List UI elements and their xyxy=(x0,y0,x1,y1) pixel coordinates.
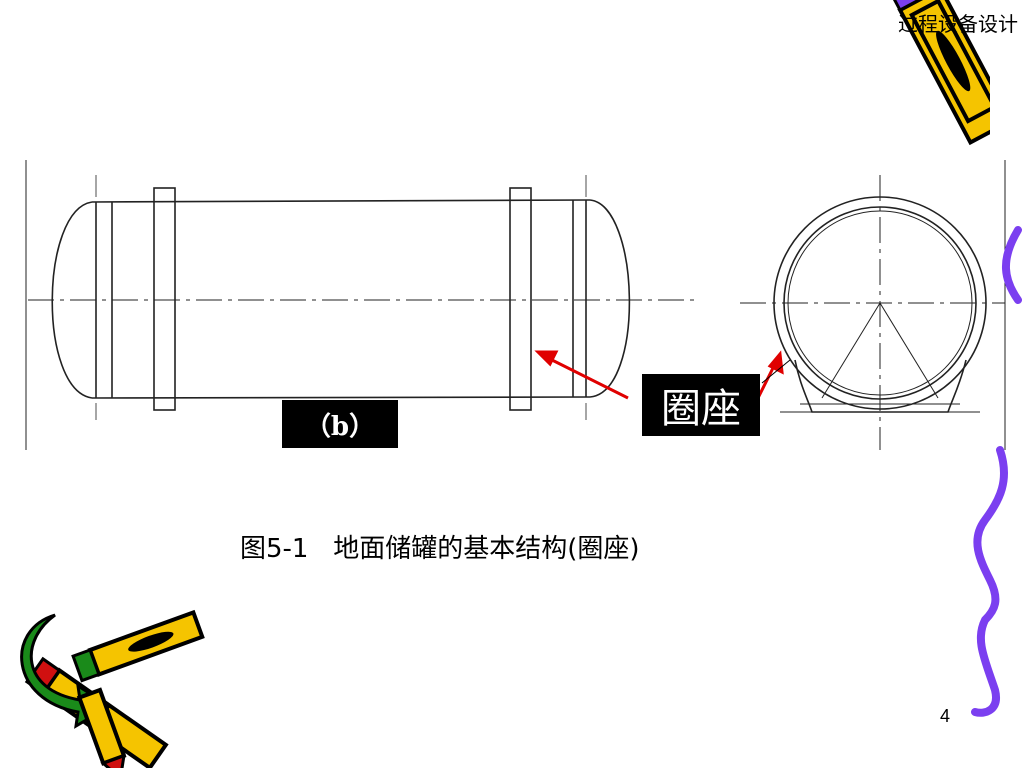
pencil-icon xyxy=(889,0,990,146)
ring-seat-callout: 圈座 xyxy=(642,374,760,436)
page-number: 4 xyxy=(940,706,951,726)
tank-drawing xyxy=(25,160,1006,450)
figure-caption: 图5-1 地面储罐的基本结构(圈座) xyxy=(240,534,640,564)
pencils-arrow-icon xyxy=(20,609,205,768)
view-b-label: （b） xyxy=(282,400,398,448)
course-title: 过程设备设计 xyxy=(898,12,1018,36)
purple-squiggle-decoration xyxy=(971,226,1022,717)
